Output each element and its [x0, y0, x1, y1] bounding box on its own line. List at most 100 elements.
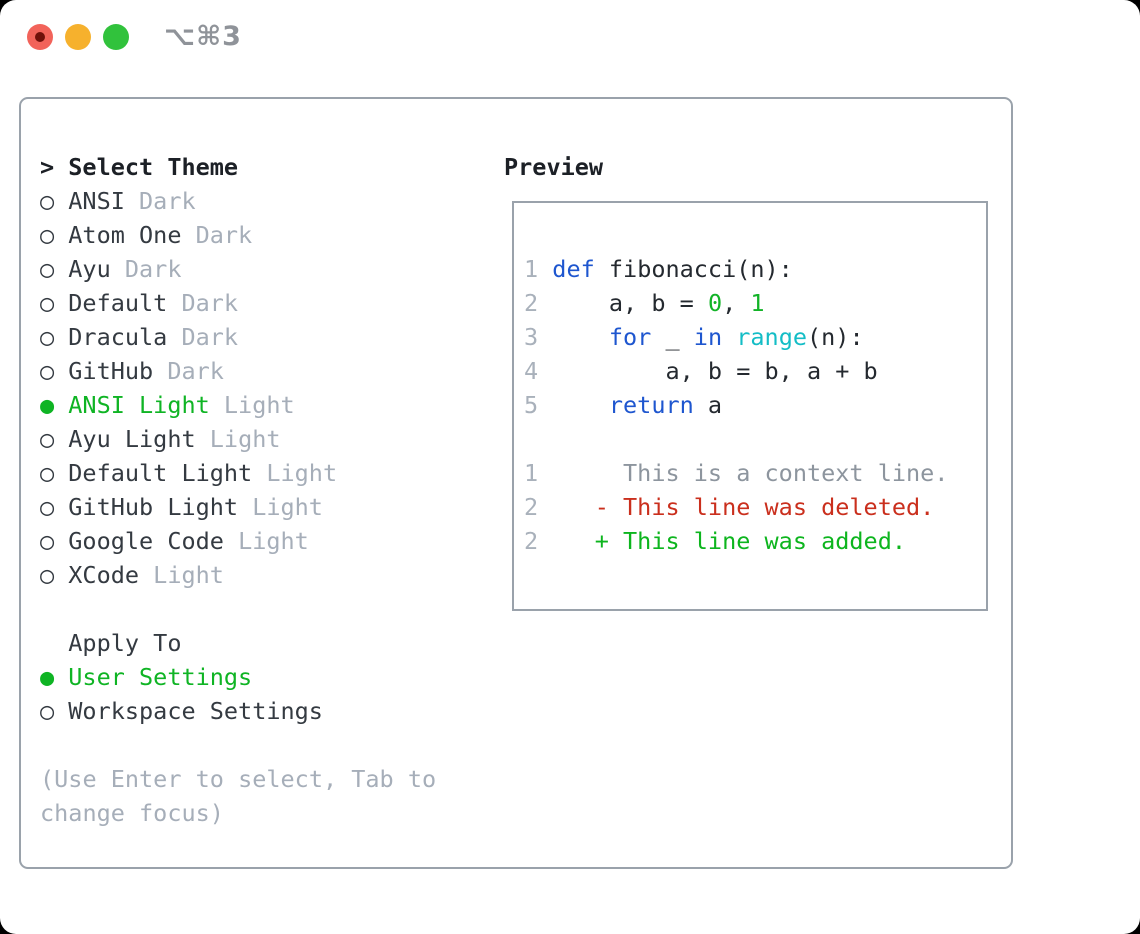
token-pl: fibonacci(n): [594, 255, 793, 283]
minimize-button[interactable] [65, 24, 91, 50]
theme-option-dracula[interactable]: ○ Dracula Dark [40, 320, 436, 354]
radio-unselected-icon: ○ [40, 697, 55, 725]
theme-variant-tag: Dark [167, 323, 239, 351]
code-blank-line [524, 422, 948, 456]
token-ctx: This is a context line. [552, 459, 949, 487]
radio-unselected-icon: ○ [40, 527, 55, 555]
theme-option-github-light[interactable]: ○ GitHub Light Light [40, 490, 436, 524]
theme-option-label: GitHub [68, 357, 154, 385]
code-line-5: 5 return a [524, 388, 948, 422]
radio-unselected-icon: ○ [40, 323, 55, 351]
token-kw: return [608, 391, 694, 419]
token-pl: _ [651, 323, 694, 351]
theme-variant-tag: Light [209, 391, 295, 419]
theme-variant-tag: Dark [181, 221, 253, 249]
apply-option-workspace-settings[interactable]: ○ Workspace Settings [40, 694, 436, 728]
token-fn: range [736, 323, 807, 351]
theme-option-default-light[interactable]: ○Default Light Light [40, 456, 436, 490]
code-line-9: 2 + This line was added. [524, 524, 948, 558]
theme-option-atom-one[interactable]: ○Atom One Dark [40, 218, 436, 252]
theme-variant-tag: Dark [110, 255, 182, 283]
theme-option-label: Dracula [68, 323, 168, 351]
radio-unselected-icon: ○ [40, 187, 55, 215]
token-pl [552, 323, 609, 351]
radio-unselected-icon: ○ [40, 289, 55, 317]
token-pl [722, 323, 736, 351]
token-num: 4 [524, 357, 553, 385]
radio-unselected-icon: ○ [40, 357, 55, 385]
token-kw: for [608, 323, 652, 351]
apply-option-label: Workspace Settings [68, 697, 323, 725]
code-line-4: 4 a, b = b, a + b [524, 354, 948, 388]
token-num: 2 [524, 527, 553, 555]
theme-option-default[interactable]: ○Default Dark [40, 286, 436, 320]
token-lit: 0 [707, 289, 723, 317]
token-num: 2 [524, 493, 553, 521]
radio-unselected-icon: ○ [40, 255, 55, 283]
theme-option-ansi[interactable]: ○ANSI Dark [40, 184, 436, 218]
theme-picker-panel: >Select Theme ○ANSI Dark○Atom One Dark○A… [19, 97, 1013, 869]
radio-unselected-icon: ○ [40, 493, 55, 521]
preview-header: Preview [504, 153, 604, 181]
theme-variant-tag: Dark [167, 289, 239, 317]
code-line-2: 2 a, b = 0, 1 [524, 286, 948, 320]
select-theme-header-label: Select Theme [68, 153, 239, 181]
select-theme-header: > Select Theme [40, 150, 436, 184]
cursor-icon: > [40, 153, 55, 181]
code-line-1: 1 def fibonacci(n): [524, 252, 948, 286]
token-pl: , [722, 289, 751, 317]
theme-option-xcode[interactable]: ○ XCode Light [40, 558, 436, 592]
close-button[interactable] [27, 24, 53, 50]
token-num: 2 [524, 289, 553, 317]
token-kw: def [552, 255, 595, 283]
theme-option-ayu[interactable]: ○Ayu Dark [40, 252, 436, 286]
zoom-button[interactable] [103, 24, 129, 50]
theme-option-github[interactable]: ○ GitHub Dark [40, 354, 436, 388]
spacer-row [40, 728, 436, 762]
radio-unselected-icon: ○ [40, 561, 55, 589]
theme-option-label: GitHub Light [68, 493, 239, 521]
apply-to-list: ● User Settings ○ Workspace Settings [40, 660, 436, 728]
apply-to-header: Apply To [40, 626, 436, 660]
help-text-line1: (Use Enter to select, Tab to [40, 765, 437, 793]
token-num: 5 [524, 391, 553, 419]
radio-unselected-icon: ○ [40, 425, 55, 453]
theme-variant-tag: Light [252, 459, 338, 487]
titlebar: ⌥⌘3 [0, 0, 1140, 74]
spacer-row [40, 592, 436, 626]
token-lit: 1 [750, 289, 765, 317]
theme-option-ansi-light[interactable]: ●ANSI Light Light [40, 388, 436, 422]
theme-variant-tag: Light [195, 425, 281, 453]
apply-option-user-settings[interactable]: ● User Settings [40, 660, 436, 694]
theme-variant-tag: Light [223, 527, 309, 555]
theme-variant-tag: Light [238, 493, 323, 521]
theme-list: ○ANSI Dark○Atom One Dark○Ayu Dark○Defaul… [40, 184, 436, 592]
radio-selected-icon: ● [40, 663, 55, 691]
theme-option-ayu-light[interactable]: ○Ayu Light Light [40, 422, 436, 456]
theme-option-google-code[interactable]: ○ Google Code Light [40, 524, 436, 558]
help-text-line2: change focus) [40, 799, 224, 827]
theme-variant-tag: Light [139, 561, 224, 589]
theme-option-label: ANSI Light [68, 391, 210, 419]
theme-variant-tag: Dark [153, 357, 224, 385]
radio-unselected-icon: ○ [40, 221, 55, 249]
token-pl: a, b = [552, 289, 708, 317]
token-num: 1 [524, 255, 553, 283]
theme-option-label: XCode [68, 561, 140, 589]
window-shortcut-label: ⌥⌘3 [164, 21, 242, 52]
token-pl: (n): [807, 323, 864, 351]
token-num: 1 [524, 459, 553, 487]
theme-selector-column: >Select Theme ○ANSI Dark○Atom One Dark○A… [40, 150, 436, 830]
token-pl: a [693, 391, 723, 419]
apply-option-label: User Settings [68, 663, 253, 691]
code-line-7: 1 This is a context line. [524, 456, 948, 490]
theme-option-label: Default Light [68, 459, 253, 487]
theme-option-label: Google Code [68, 527, 224, 555]
token-pl: a, b = b, a + b [552, 357, 878, 385]
theme-option-label: ANSI [68, 187, 125, 215]
token-add: + This line was added. [552, 527, 907, 555]
token-pl [552, 391, 609, 419]
